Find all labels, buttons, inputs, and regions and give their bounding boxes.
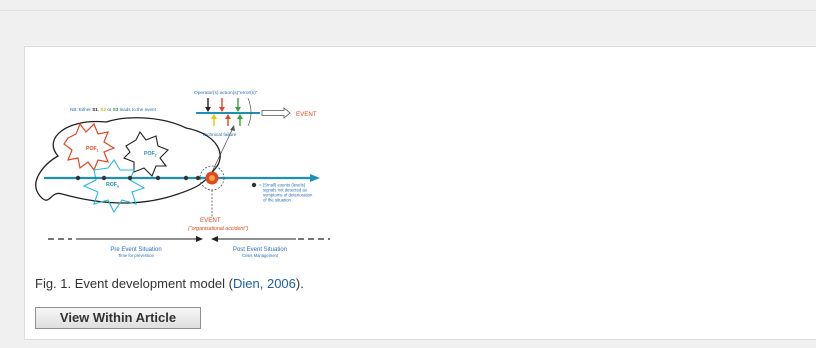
- caption-text-end: ).: [295, 276, 304, 291]
- small-event-dot: [101, 175, 107, 181]
- small-event-dot: [127, 175, 133, 181]
- pre-event-title: Pre Event Situation: [110, 247, 161, 253]
- caption-text: Fig. 1. Event development model (: [35, 276, 233, 291]
- event-top-label: EVENT: [296, 111, 317, 118]
- figure-card: [24, 46, 816, 340]
- post-event-title: Post Event Situation: [233, 247, 287, 253]
- small-event-dot: [195, 175, 201, 181]
- small-event-dot: [155, 175, 161, 181]
- rofn-starburst: [82, 159, 146, 214]
- small-event-dot: [75, 175, 81, 181]
- rofn-label: ROFn: [106, 182, 119, 189]
- pof1-label: POF1: [86, 146, 99, 153]
- organisational-accident-label: ("organisational accident"): [188, 226, 248, 232]
- small-event-dot: [183, 175, 189, 181]
- small-events-legend: = (Small) events (levels) signals not de…: [259, 183, 314, 203]
- bracket: [247, 97, 252, 127]
- pof2-label: POF2: [144, 151, 157, 158]
- pof2-starburst: [123, 130, 169, 177]
- citation-link[interactable]: Dien, 2006: [233, 276, 296, 291]
- pof1-starburst: [63, 122, 116, 172]
- timeline-arrowhead-icon: [310, 174, 320, 182]
- top-divider: [0, 10, 816, 11]
- event-bottom-label: EVENT: [200, 217, 221, 224]
- operator-actions-label: Operator(s) action(s)"error(s)": [194, 90, 258, 96]
- hollow-arrow-icon: [261, 107, 291, 119]
- legend-dot: [251, 182, 257, 188]
- event-development-figure: NB: Either S1, S2 or S3 leads to the eve…: [28, 78, 348, 270]
- view-within-article-button[interactable]: View Within Article: [35, 307, 201, 329]
- nb-note: NB: Either S1, S2 or S3 leads to the eve…: [70, 107, 157, 112]
- post-event-subtitle: Crisis Management: [242, 253, 279, 258]
- link-line: [210, 127, 234, 175]
- pre-event-subtitle: Time for prevention: [118, 253, 155, 258]
- system-boundary-loop: [35, 117, 221, 204]
- technical-failure-label: Technical failure: [202, 132, 237, 138]
- figure-caption: Fig. 1. Event development model (Dien, 2…: [35, 276, 304, 291]
